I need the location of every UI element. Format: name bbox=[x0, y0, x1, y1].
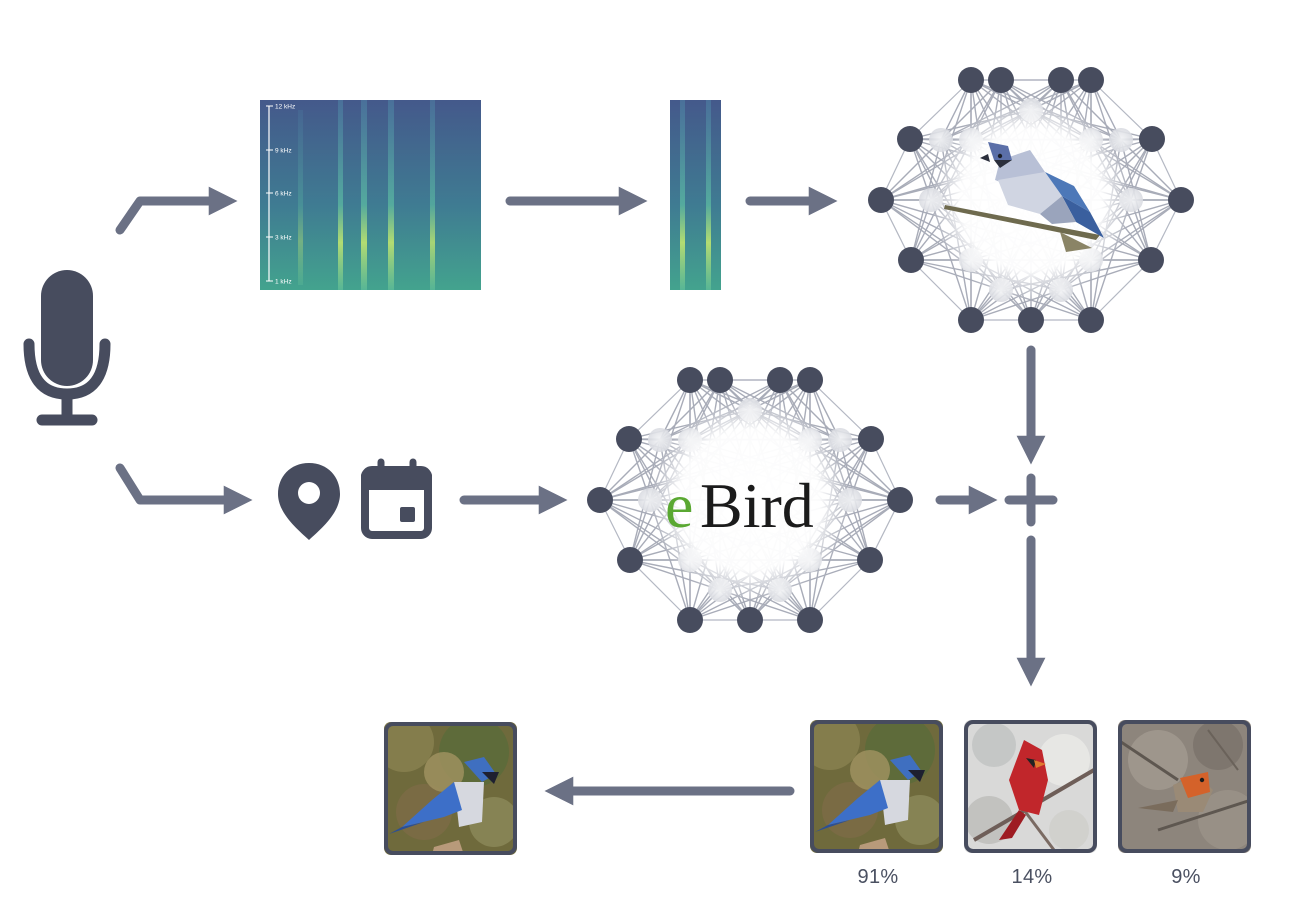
spectrogram-freq-label: 12 kHz bbox=[275, 104, 295, 111]
tile-frame bbox=[964, 720, 1097, 853]
network-node bbox=[617, 547, 643, 573]
network-node bbox=[857, 547, 883, 573]
network-node bbox=[1048, 67, 1074, 93]
network-node bbox=[858, 426, 884, 452]
network-node bbox=[587, 487, 613, 513]
network-node bbox=[958, 307, 984, 333]
ebird-logo-letter: e bbox=[665, 470, 693, 541]
ebird-neural-network bbox=[587, 367, 913, 633]
blue-jay-icon bbox=[944, 142, 1104, 252]
network-node bbox=[737, 607, 763, 633]
cardinal-image bbox=[964, 720, 1097, 853]
network-node bbox=[1078, 67, 1104, 93]
network-node bbox=[1078, 307, 1104, 333]
network-node bbox=[677, 367, 703, 393]
blue-jay-image bbox=[810, 720, 943, 853]
network-node bbox=[868, 187, 894, 213]
tile-frame bbox=[810, 720, 943, 853]
ebird-logo-word: Bird bbox=[700, 470, 814, 541]
network-node bbox=[707, 367, 733, 393]
prediction-confidence: 9% bbox=[1171, 866, 1201, 888]
network-node bbox=[1138, 247, 1164, 273]
location-pin-icon bbox=[278, 463, 340, 540]
ebird-logo: e Bird bbox=[665, 470, 814, 541]
network-node bbox=[767, 367, 793, 393]
spectrogram-freq-label: 9 kHz bbox=[275, 148, 292, 155]
spectrogram-crop bbox=[670, 100, 721, 290]
result-tile bbox=[384, 722, 517, 855]
prediction-confidence: 91% bbox=[857, 866, 899, 888]
network-node bbox=[797, 367, 823, 393]
tile-frame bbox=[384, 722, 517, 855]
network-node bbox=[616, 426, 642, 452]
network-node bbox=[677, 607, 703, 633]
network-node bbox=[898, 247, 924, 273]
network-node bbox=[988, 67, 1014, 93]
robin-image bbox=[1118, 720, 1251, 853]
network-node bbox=[897, 126, 923, 152]
network-node bbox=[1139, 126, 1165, 152]
spectrogram-freq-label: 3 kHz bbox=[275, 235, 292, 242]
spectrogram-freq-label: 1 kHz bbox=[275, 279, 292, 286]
microphone-icon bbox=[23, 270, 111, 426]
arrow-mic-to-spectrogram bbox=[115, 186, 238, 235]
network-node bbox=[1018, 307, 1044, 333]
arrows bbox=[115, 186, 1046, 806]
network-node bbox=[958, 67, 984, 93]
network-node bbox=[797, 607, 823, 633]
plus-icon bbox=[1004, 473, 1058, 527]
network-node bbox=[1168, 187, 1194, 213]
blue-jay-image bbox=[384, 722, 517, 855]
spectrogram: 12 kHz 9 kHz 6 kHz 3 kHz 1 kHz bbox=[260, 100, 481, 290]
spectrogram-freq-label: 6 kHz bbox=[275, 191, 292, 198]
network-node bbox=[887, 487, 913, 513]
calendar-icon bbox=[361, 458, 432, 539]
tile-frame bbox=[1118, 720, 1251, 853]
prediction-tiles bbox=[810, 720, 1251, 853]
prediction-confidence: 14% bbox=[1011, 866, 1053, 888]
arrow-mic-to-context bbox=[115, 463, 253, 515]
